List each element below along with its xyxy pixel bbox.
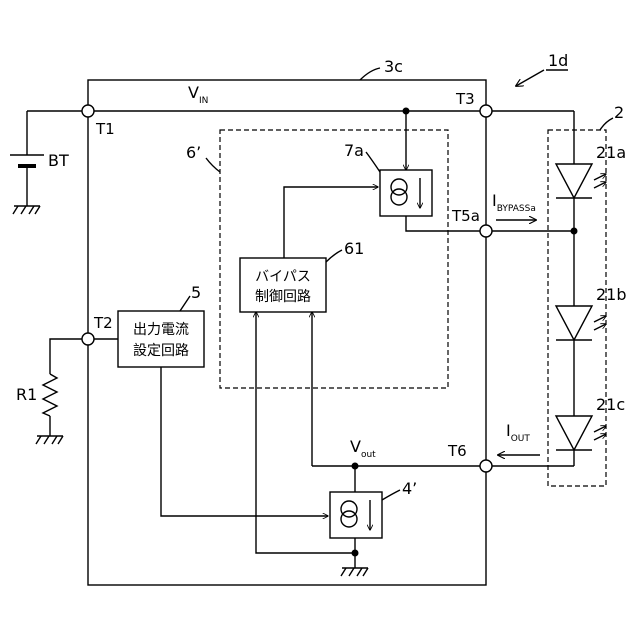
ground-hatch [341,568,368,576]
output-source-ring-bottom [341,511,357,527]
terminal-t5a-label: T5a [451,207,480,225]
terminal-t3-label: T3 [455,90,475,108]
output-setting-number: 5 [191,283,201,302]
t2-to-resistor [50,339,82,374]
bypass-control-leader [326,250,342,262]
control-block-outline [220,130,448,388]
bypass-control-line2: 制御回路 [255,289,311,305]
led-21b-label: 21b [596,285,627,304]
bypass-source-ring-top [391,179,407,195]
led-21c [556,416,606,450]
ibypass-label: IBYPASSa [492,191,536,214]
terminal-t2-label: T2 [93,314,113,332]
bypass-control-number: 61 [344,239,364,258]
resistor-label: R1 [16,385,37,404]
iout-label: IOUT [506,421,530,444]
output-setting-line2: 設定回路 [133,343,189,359]
device-label: 3c [384,57,403,76]
terminal-t2 [82,333,94,345]
terminal-t6-label: T6 [447,442,467,460]
resistor-ground-hatch [36,436,63,444]
vout-label: Vout [350,437,376,460]
setting-to-output-source [161,367,328,516]
control-block-label: 6’ [186,143,201,162]
led-21b [556,306,606,340]
terminal-t6 [480,460,492,472]
output-source-ring-top [341,501,357,517]
output-source-label: 4’ [402,479,417,498]
output-setting-line1: 出力電流 [133,322,189,338]
output-setting-leader [180,296,190,311]
terminal-t5a [480,225,492,237]
terminal-t1 [82,105,94,117]
terminal-t1-label: T1 [95,120,115,138]
resistor-r1 [43,374,57,416]
led-module-leader [600,118,613,130]
output-source-leader [382,490,400,500]
figure-arrow [516,70,544,86]
led-module-label: 2 [614,103,624,122]
control-block-leader [206,158,220,172]
bypass-source-leader [366,152,380,172]
vin-label: VIN [188,83,208,106]
bypass-control-line1: バイパス [255,269,311,285]
figure-label: 1d [548,51,568,70]
ground-to-control [256,312,355,553]
terminal-t3 [480,105,492,117]
battery-ground-hatch [13,206,40,214]
led-21a-label: 21a [596,143,626,162]
led-21c-label: 21c [596,395,625,414]
bypass-source-ring-bottom [391,189,407,205]
battery-label: BT [48,151,69,170]
led-21a [556,164,606,198]
device-leader [360,68,380,80]
bypass-source-label: 7a [344,141,364,160]
battery-plate-short [18,164,36,168]
